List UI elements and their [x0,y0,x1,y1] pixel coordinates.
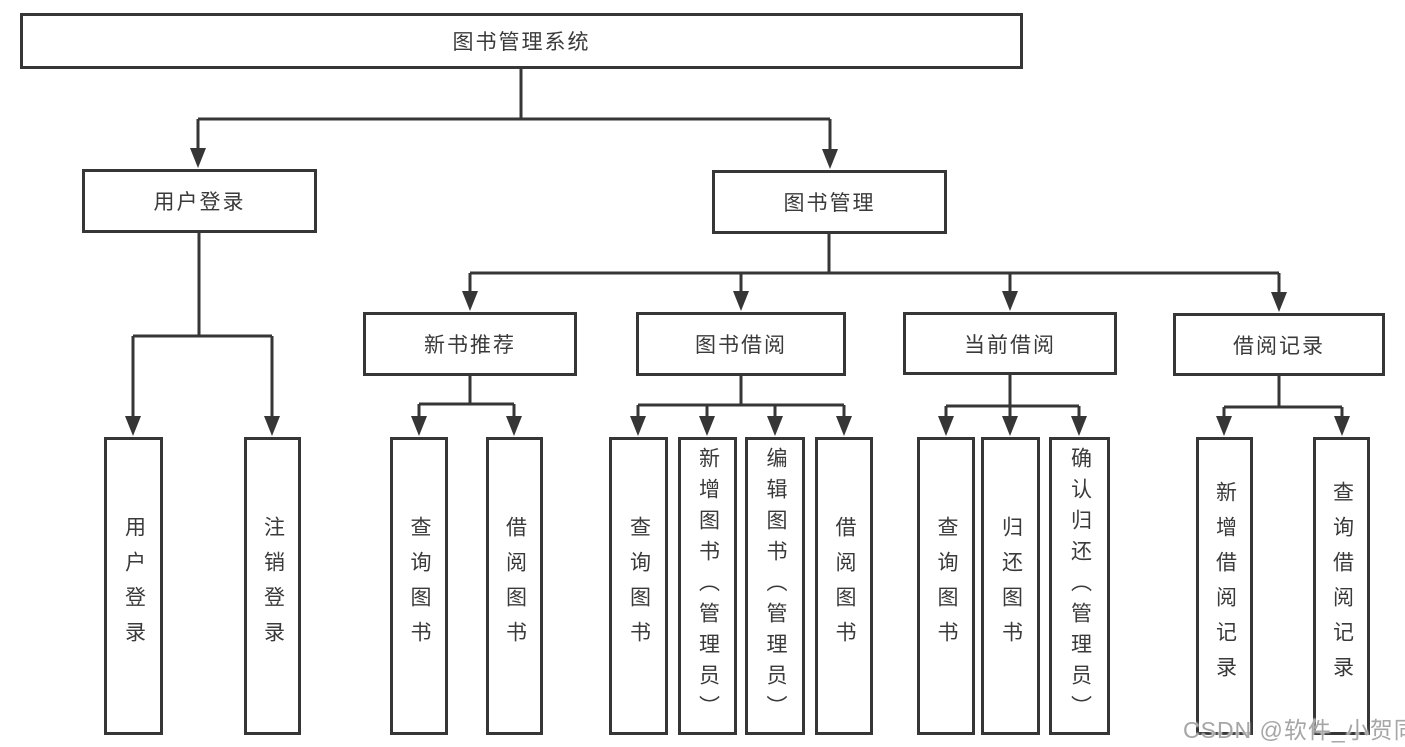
leaf-query-books-recommend: 查询图书 [390,437,448,735]
node-borrow-records: 借阅记录 [1173,313,1385,376]
leaf-label: 查询借阅记录 [1330,481,1354,691]
node-book-borrow: 图书借阅 [636,312,846,376]
arrow-down-icon [125,148,1350,436]
leaf-add-borrow-record: 新增借阅记录 [1196,437,1253,735]
leaf-query-books-borrow: 查询图书 [609,437,668,735]
leaf-query-borrow-record: 查询借阅记录 [1313,437,1370,735]
leaf-confirm-return-admin: 确认归还（管理员） [1049,437,1110,735]
leaf-logout: 注销登录 [244,437,301,735]
leaf-label: 归还图书 [999,516,1023,656]
leaf-query-books-current: 查询图书 [917,437,975,735]
tree-links [131,69,1344,418]
leaf-edit-book-admin: 编辑图书（管理员） [745,437,805,735]
leaf-return-book: 归还图书 [981,437,1040,735]
leaf-label: 确认归还（管理员） [1068,446,1092,726]
leaf-borrow-books: 借阅图书 [815,437,873,735]
leaf-label: 查询图书 [408,516,431,656]
leaf-label: 新增借阅记录 [1213,481,1237,691]
leaf-label: 借阅图书 [503,516,527,656]
leaf-label: 借阅图书 [833,516,856,656]
node-new-book-recommend: 新书推荐 [363,312,577,376]
leaf-label: 查询图书 [935,516,958,656]
node-current-borrow: 当前借阅 [903,312,1117,375]
leaf-label: 查询图书 [627,516,651,656]
leaf-label: 用户登录 [122,516,146,656]
leaf-label: 注销登录 [261,516,285,656]
leaf-borrow-books-recommend: 借阅图书 [486,437,543,735]
csdn-watermark: CSDN @软件_小贺同学 [1183,717,1405,743]
leaf-label: 新增图书（管理员） [696,446,720,726]
node-user-login: 用户登录 [82,169,317,233]
leaf-user-login: 用户登录 [104,437,163,735]
node-root-system: 图书管理系统 [20,13,1023,69]
node-book-management: 图书管理 [712,170,947,234]
leaf-label: 编辑图书（管理员） [764,446,787,726]
leaf-add-book-admin: 新增图书（管理员） [678,437,737,735]
